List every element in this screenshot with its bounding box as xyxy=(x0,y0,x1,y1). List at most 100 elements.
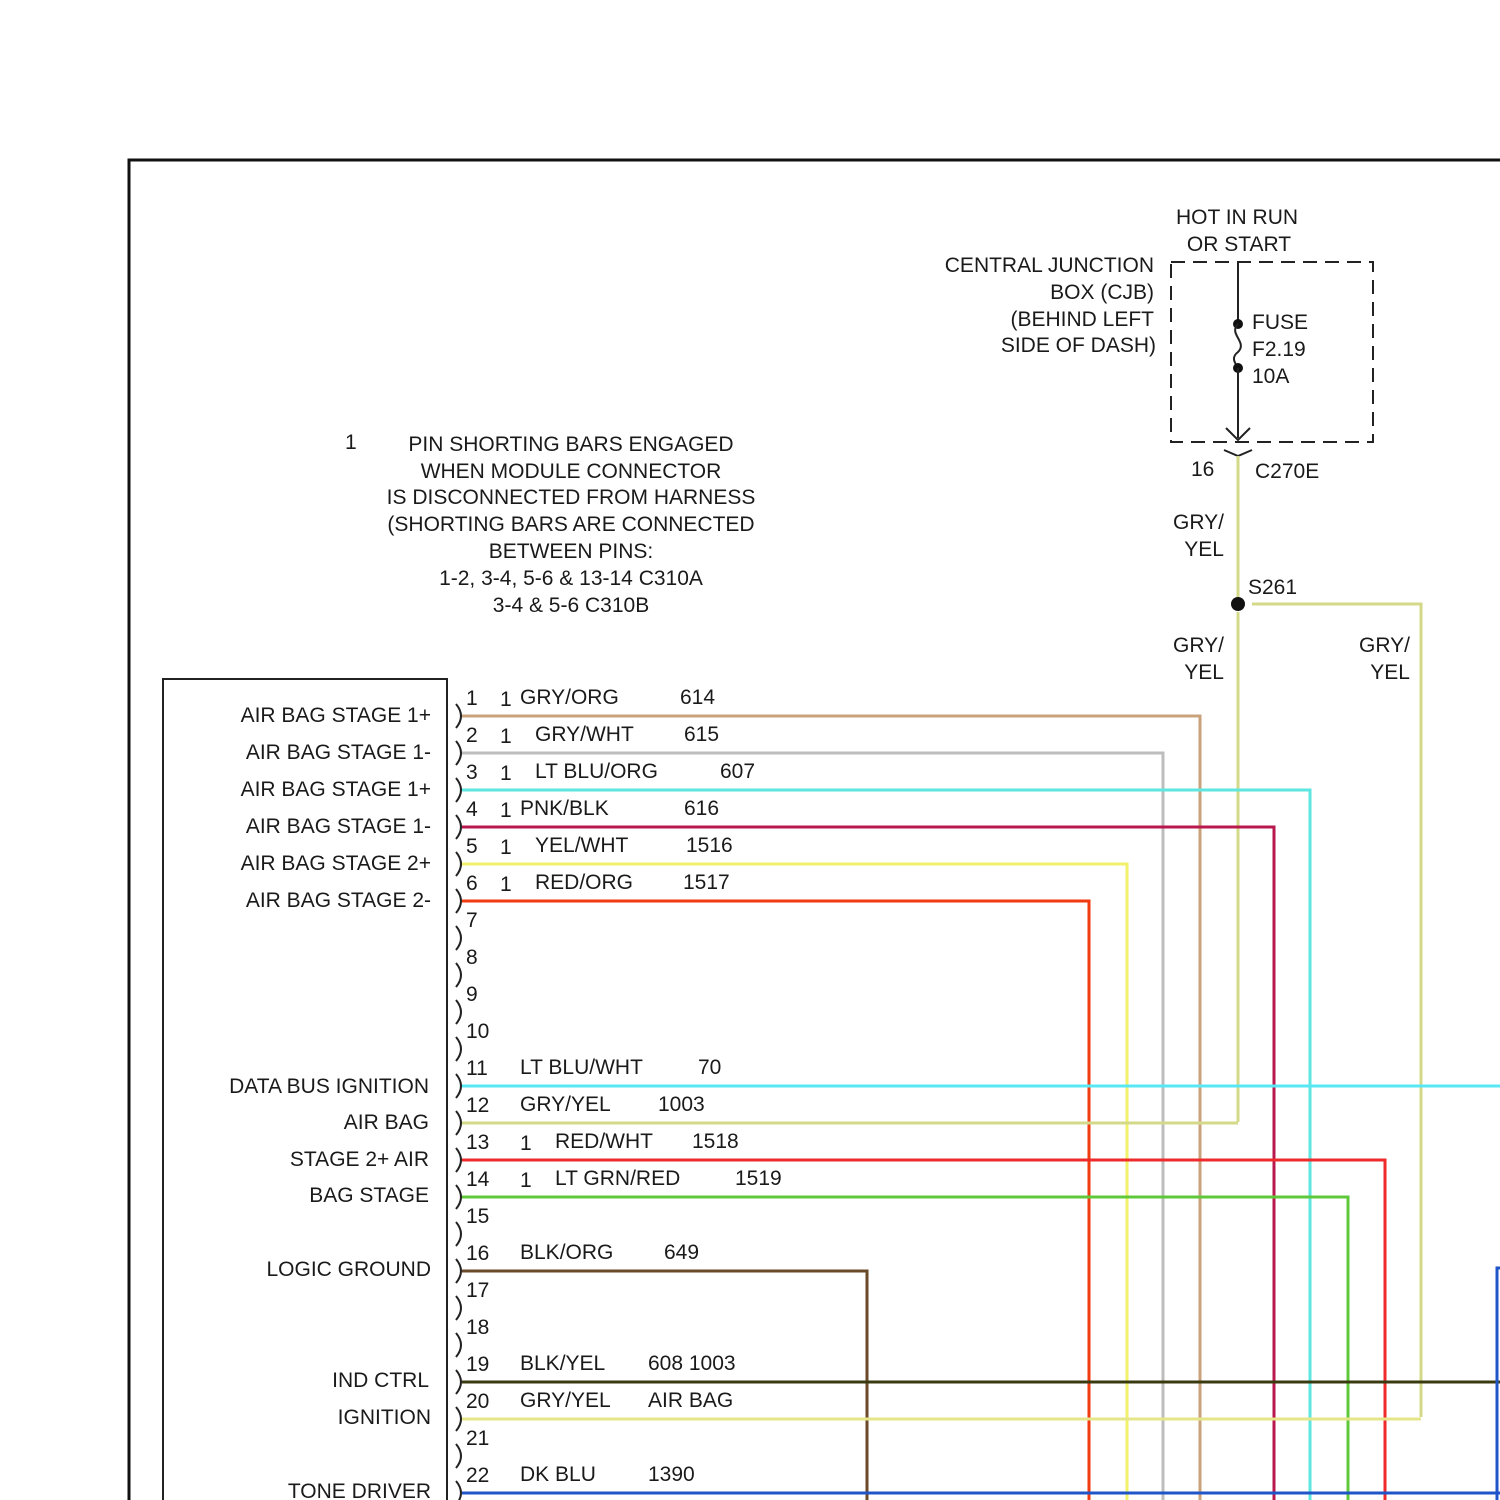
pin-circuit-3: 607 xyxy=(720,760,755,783)
wire-lower-right-label-1: GRY/ xyxy=(1359,634,1410,657)
pin-number-12: 12 xyxy=(466,1094,489,1117)
pin-wire-color-6: RED/ORG xyxy=(535,871,633,894)
module-label-7: DATA BUS IGNITION xyxy=(229,1075,429,1098)
pin-circuit-19: 608 1003 xyxy=(648,1352,736,1375)
pin-note-marker-6: 1 xyxy=(500,873,512,896)
cjb-label-line2: BOX (CJB) xyxy=(1050,281,1154,304)
pin-bracket-11 xyxy=(456,1074,461,1098)
wire-gry-yel-branch-right xyxy=(1252,604,1421,1417)
pin-number-7: 7 xyxy=(466,909,478,932)
note-line-5: BETWEEN PINS: xyxy=(489,540,654,563)
wire-pin-13 xyxy=(462,1160,1385,1500)
note-line-4: (SHORTING BARS ARE CONNECTED xyxy=(387,513,754,536)
pin-note-marker-13: 1 xyxy=(520,1132,532,1155)
module-label-3: AIR BAG STAGE 1+ xyxy=(241,778,431,801)
pin-bracket-4 xyxy=(456,815,461,839)
pin-circuit-22: 1390 xyxy=(648,1463,695,1486)
pin-bracket-12 xyxy=(456,1111,461,1135)
pin-number-6: 6 xyxy=(466,872,478,895)
module-label-6: AIR BAG STAGE 2- xyxy=(246,889,431,912)
pin-wire-color-11: LT BLU/WHT xyxy=(520,1056,643,1079)
pin-bracket-22 xyxy=(456,1481,461,1500)
module-label-5: AIR BAG STAGE 2+ xyxy=(241,852,431,875)
wire-upper-label-1: GRY/ xyxy=(1173,511,1224,534)
pin-circuit-13: 1518 xyxy=(692,1130,739,1153)
pin-wire-color-19: BLK/YEL xyxy=(520,1352,605,1375)
pin-note-marker-14: 1 xyxy=(520,1169,532,1192)
pin-circuit-6: 1517 xyxy=(683,871,730,894)
pin-bracket-6 xyxy=(456,889,461,913)
pin-number-4: 4 xyxy=(466,798,478,821)
pin-wire-color-4: PNK/BLK xyxy=(520,797,609,820)
pin-number-20: 20 xyxy=(466,1390,489,1413)
pin-wire-color-20: GRY/YEL xyxy=(520,1389,611,1412)
pin-wire-color-22: DK BLU xyxy=(520,1463,596,1486)
connector-pin-label: 16 xyxy=(1191,458,1214,481)
fuse-rating-label: 10A xyxy=(1252,365,1289,388)
fuse-symbol xyxy=(1234,324,1241,368)
module-label-13: IGNITION xyxy=(338,1406,431,1429)
pin-bracket-15 xyxy=(456,1222,461,1246)
wire-lower-left-label-2: YEL xyxy=(1184,661,1224,684)
pin-number-16: 16 xyxy=(466,1242,489,1265)
pin-note-marker-5: 1 xyxy=(500,836,512,859)
pin-bracket-2 xyxy=(456,741,461,765)
wire-lower-right-label-2: YEL xyxy=(1370,661,1410,684)
module-label-12: IND CTRL xyxy=(332,1369,429,1392)
note-marker: 1 xyxy=(345,431,357,454)
pin-bracket-9 xyxy=(456,1000,461,1024)
pin-wire-color-13: RED/WHT xyxy=(555,1130,653,1153)
pin-wire-color-5: YEL/WHT xyxy=(535,834,629,857)
hot-in-run-label: HOT IN RUN xyxy=(1176,206,1298,229)
cjb-label-line3: (BEHIND LEFT xyxy=(1010,308,1154,331)
pin-note-marker-3: 1 xyxy=(500,762,512,785)
pin-bracket-16 xyxy=(456,1259,461,1283)
pin-bracket-10 xyxy=(456,1037,461,1061)
pin-bracket-13 xyxy=(456,1148,461,1172)
pin-note-marker-1: 1 xyxy=(500,688,512,711)
pin-number-10: 10 xyxy=(466,1020,489,1043)
cjb-label-line4: SIDE OF DASH) xyxy=(1001,334,1156,357)
splice-s261 xyxy=(1231,597,1245,611)
module-label-8: AIR BAG xyxy=(344,1111,429,1134)
pin-number-11: 11 xyxy=(466,1057,488,1080)
fuse-label: FUSE xyxy=(1252,311,1308,334)
pin-circuit-12: 1003 xyxy=(658,1093,705,1116)
module-label-1: AIR BAG STAGE 1+ xyxy=(241,704,431,727)
note-line-2: WHEN MODULE CONNECTOR xyxy=(421,460,722,483)
module-label-14: TONE DRIVER xyxy=(288,1480,431,1500)
pin-wire-color-3: LT BLU/ORG xyxy=(535,760,658,783)
fuse-id-label: F2.19 xyxy=(1252,338,1306,361)
note-line-1: PIN SHORTING BARS ENGAGED xyxy=(408,433,733,456)
pin-bracket-20 xyxy=(456,1407,461,1431)
pin-number-2: 2 xyxy=(466,724,478,747)
pin-bracket-21 xyxy=(456,1444,461,1468)
pin-number-1: 1 xyxy=(466,687,478,710)
pin-wire-color-14: LT GRN/RED xyxy=(555,1167,680,1190)
pin-circuit-11: 70 xyxy=(698,1056,721,1079)
pin-bracket-7 xyxy=(456,926,461,950)
pin-circuit-2: 615 xyxy=(684,723,719,746)
pin-number-13: 13 xyxy=(466,1131,489,1154)
pin-note-marker-4: 1 xyxy=(500,799,512,822)
pin-circuit-14: 1519 xyxy=(735,1167,782,1190)
pin-number-15: 15 xyxy=(466,1205,489,1228)
pin-number-21: 21 xyxy=(466,1427,489,1450)
pin-wire-color-16: BLK/ORG xyxy=(520,1241,613,1264)
pin-bracket-8 xyxy=(456,963,461,987)
pin-number-19: 19 xyxy=(466,1353,489,1376)
pin-circuit-5: 1516 xyxy=(686,834,733,857)
pin-number-18: 18 xyxy=(466,1316,489,1339)
pin-number-5: 5 xyxy=(466,835,478,858)
pin-number-8: 8 xyxy=(466,946,478,969)
note-line-3: IS DISCONNECTED FROM HARNESS xyxy=(387,486,756,509)
pin-wire-color-12: GRY/YEL xyxy=(520,1093,611,1116)
wire-upper-label-2: YEL xyxy=(1184,538,1224,561)
pin-note-marker-2: 1 xyxy=(500,725,512,748)
pin-number-9: 9 xyxy=(466,983,478,1006)
pin-number-17: 17 xyxy=(466,1279,489,1302)
pin-number-14: 14 xyxy=(466,1168,490,1191)
or-start-label: OR START xyxy=(1187,233,1291,256)
pin-bracket-19 xyxy=(456,1370,461,1394)
